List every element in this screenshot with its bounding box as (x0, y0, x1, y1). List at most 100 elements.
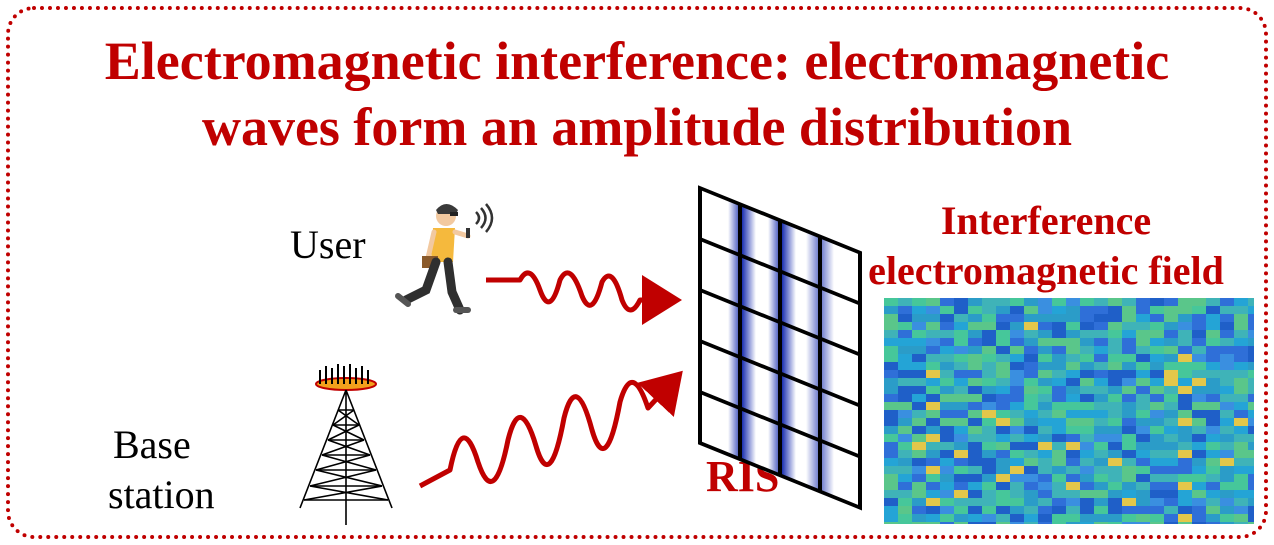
heatmap-cell (1206, 362, 1220, 370)
heatmap-cell (926, 346, 940, 354)
heatmap-cell (1178, 450, 1192, 458)
heatmap-cell (1108, 330, 1122, 338)
heatmap-cell (884, 354, 898, 362)
heatmap-cell (884, 306, 898, 314)
heatmap-cell (968, 506, 982, 514)
title-line-2: waves form an amplitude distribution (201, 97, 1073, 157)
heatmap-cell (1122, 466, 1136, 474)
heatmap-cell (1206, 410, 1220, 418)
heatmap-cell (1150, 442, 1164, 450)
heatmap-cell (1094, 426, 1108, 434)
heatmap-cell (1136, 450, 1150, 458)
heatmap-cell (1206, 330, 1220, 338)
heatmap-cell (1206, 402, 1220, 410)
heatmap-cell (1066, 522, 1080, 524)
heatmap-cell (1052, 522, 1066, 524)
heatmap-cell (912, 362, 926, 370)
heatmap-cell (1066, 402, 1080, 410)
heatmap-cell (1094, 506, 1108, 514)
heatmap-cell (1192, 346, 1206, 354)
heatmap-cell (1108, 338, 1122, 346)
heatmap-cell (1220, 394, 1234, 402)
heatmap-cell (1234, 450, 1248, 458)
heatmap-cell (1094, 402, 1108, 410)
heatmap-cell (884, 378, 898, 386)
heatmap-cell (1024, 418, 1038, 426)
heatmap-cell (1080, 498, 1094, 506)
heatmap-cell (1206, 386, 1220, 394)
heatmap-cell (996, 458, 1010, 466)
heatmap-cell (1234, 298, 1248, 306)
heatmap-cell (1052, 370, 1066, 378)
heatmap-cell (968, 330, 982, 338)
heatmap-cell (954, 506, 968, 514)
heatmap-cell (1192, 466, 1206, 474)
heatmap-cell (968, 338, 982, 346)
heatmap-cell (1010, 522, 1024, 524)
heatmap-cell (1206, 474, 1220, 482)
heatmap-cell (884, 418, 898, 426)
heatmap-cell (940, 354, 954, 362)
heatmap-cell (1052, 410, 1066, 418)
heatmap-cell (1150, 482, 1164, 490)
heatmap-cell (1164, 490, 1178, 498)
heatmap-cell (898, 394, 912, 402)
heatmap-cell (1024, 306, 1038, 314)
heatmap-cell (884, 522, 898, 524)
heatmap-cell (1080, 354, 1094, 362)
heatmap-cell (1094, 466, 1108, 474)
heatmap-cell (1052, 386, 1066, 394)
heatmap-cell (926, 370, 940, 378)
heatmap-cell (884, 514, 898, 522)
base-station-tower-icon (299, 364, 393, 525)
wave-arrow-icon (486, 270, 682, 325)
heatmap-cell (898, 354, 912, 362)
heatmap-cell (940, 298, 954, 306)
heatmap-cell (1178, 370, 1192, 378)
heatmap-cell (1080, 370, 1094, 378)
heatmap-cell (940, 346, 954, 354)
heatmap-cell (1122, 450, 1136, 458)
heatmap-cell (884, 474, 898, 482)
heatmap-cell (1206, 482, 1220, 490)
heatmap-cell (1024, 298, 1038, 306)
heatmap-cell (884, 442, 898, 450)
heatmap-cell (926, 450, 940, 458)
heatmap-cell (1192, 370, 1206, 378)
heatmap-cell (1206, 450, 1220, 458)
heatmap-cell (996, 498, 1010, 506)
heatmap-cell (1122, 354, 1136, 362)
heatmap-cell (1010, 338, 1024, 346)
heatmap-cell (1178, 386, 1192, 394)
heatmap-cell (926, 378, 940, 386)
heatmap-cell (1080, 514, 1094, 522)
heatmap-cell (1052, 498, 1066, 506)
heatmap-cell (1220, 426, 1234, 434)
heatmap-cell (954, 330, 968, 338)
heatmap-cell (926, 426, 940, 434)
heatmap-cell (940, 522, 954, 524)
heatmap-cell (1066, 474, 1080, 482)
heatmap-cell (1150, 322, 1164, 330)
heatmap-cell (1178, 490, 1192, 498)
heatmap-cell (968, 362, 982, 370)
heatmap-cell (1024, 474, 1038, 482)
heatmap-cell (982, 330, 996, 338)
heatmap-cell (1122, 410, 1136, 418)
heatmap-cell (1024, 482, 1038, 490)
heatmap-cell (926, 498, 940, 506)
heatmap-cell (884, 402, 898, 410)
heatmap-cell (1178, 394, 1192, 402)
heatmap-cell (926, 442, 940, 450)
heatmap-cell (1010, 410, 1024, 418)
heatmap-cell (1108, 394, 1122, 402)
heatmap-cell (926, 394, 940, 402)
heatmap-cell (1136, 370, 1150, 378)
heatmap-cell (1094, 306, 1108, 314)
heatmap-cell (1192, 354, 1206, 362)
heatmap-cell (1192, 410, 1206, 418)
heatmap-cell (996, 298, 1010, 306)
heatmap-cell (1122, 474, 1136, 482)
heatmap-cell (1122, 330, 1136, 338)
heatmap-cell (1192, 506, 1206, 514)
